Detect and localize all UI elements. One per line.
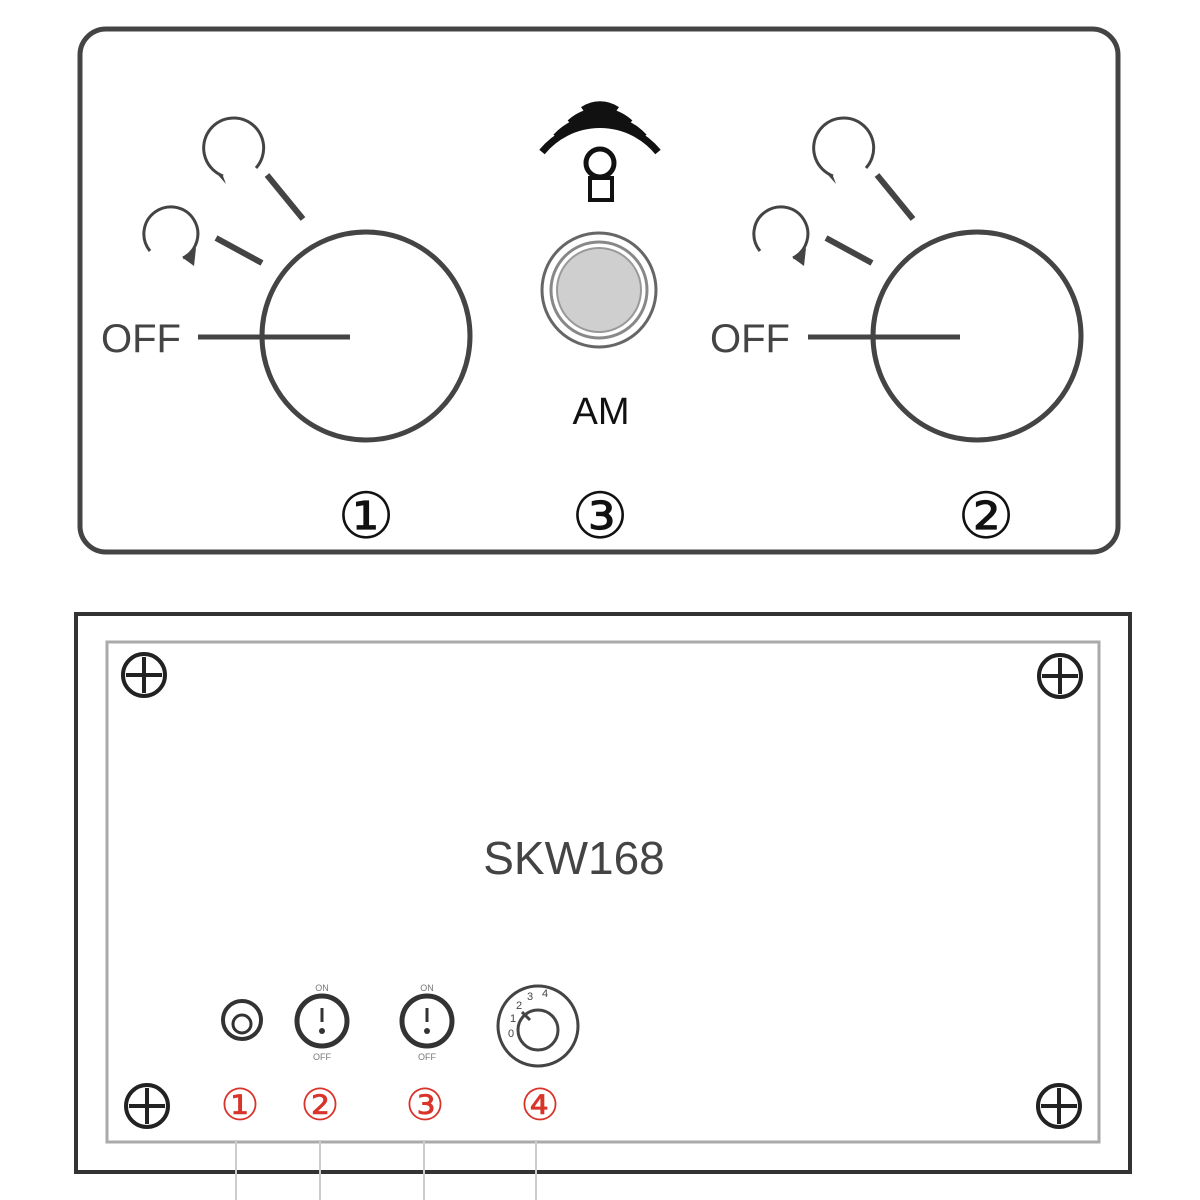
callout-leader-lines xyxy=(235,1140,537,1200)
screw-icon xyxy=(121,652,167,698)
indicator-lamp xyxy=(540,231,658,349)
callout-number: ③ xyxy=(405,1081,444,1130)
bottom-control-panel: SKW168 ON OFF ON OFF 0 1 xyxy=(74,612,1132,1200)
toggle-on-label: ON xyxy=(315,983,329,993)
knob-right[interactable]: OFF xyxy=(710,116,1084,443)
toggle-switch-icon[interactable]: ON OFF xyxy=(399,983,455,1062)
toggle-switch-icon[interactable]: ON OFF xyxy=(294,983,350,1062)
callout-number: ② xyxy=(300,1081,339,1130)
bottom-panel-inner-frame xyxy=(105,640,1101,1144)
rotate-high-icon xyxy=(812,116,876,184)
sensor-lamp-icon xyxy=(539,101,661,202)
indicator-lamp-lens xyxy=(556,247,642,333)
indicator-group: AM xyxy=(539,101,661,433)
knob-left[interactable]: OFF xyxy=(101,116,473,443)
rotate-low-icon xyxy=(752,205,810,266)
toggle-off-label: OFF xyxy=(313,1052,331,1062)
screw-icon xyxy=(1037,653,1083,699)
rotate-high-icon xyxy=(202,116,266,184)
selector-scale-1: 1 xyxy=(510,1013,516,1025)
indicator-number: ③ xyxy=(571,480,628,552)
knob-left-mark-high xyxy=(264,173,306,221)
rotary-selector-icon[interactable]: 0 1 2 3 4 xyxy=(496,984,580,1068)
selector-scale-3: 3 xyxy=(527,991,533,1003)
bottom-panel-outer-frame xyxy=(74,612,1132,1174)
knob-icon[interactable] xyxy=(221,999,263,1041)
knob-left-off-label: OFF xyxy=(101,317,181,361)
screw-icon xyxy=(124,1083,170,1129)
toggle-off-label: OFF xyxy=(418,1052,436,1062)
selector-scale-0: 0 xyxy=(508,1028,514,1040)
rotate-low-icon xyxy=(142,205,200,266)
knob-right-off-label: OFF xyxy=(710,317,790,361)
top-control-panel: OFF OFF xyxy=(77,26,1121,555)
screw-icon xyxy=(1036,1083,1082,1129)
knob-right-mark-high xyxy=(874,173,916,221)
model-label: SKW168 xyxy=(483,832,665,884)
knob-left-mark-low xyxy=(214,235,264,266)
toggle-on-label: ON xyxy=(420,983,434,993)
knob-right-mark-low xyxy=(824,235,874,266)
knob-left-number: ① xyxy=(337,480,394,552)
knob-right-number: ② xyxy=(957,480,1014,552)
callout-number: ④ xyxy=(520,1081,559,1130)
selector-scale-2: 2 xyxy=(516,1000,522,1012)
selector-scale-4: 4 xyxy=(542,988,548,1000)
callout-number: ① xyxy=(220,1081,259,1130)
indicator-label: AM xyxy=(573,391,630,433)
